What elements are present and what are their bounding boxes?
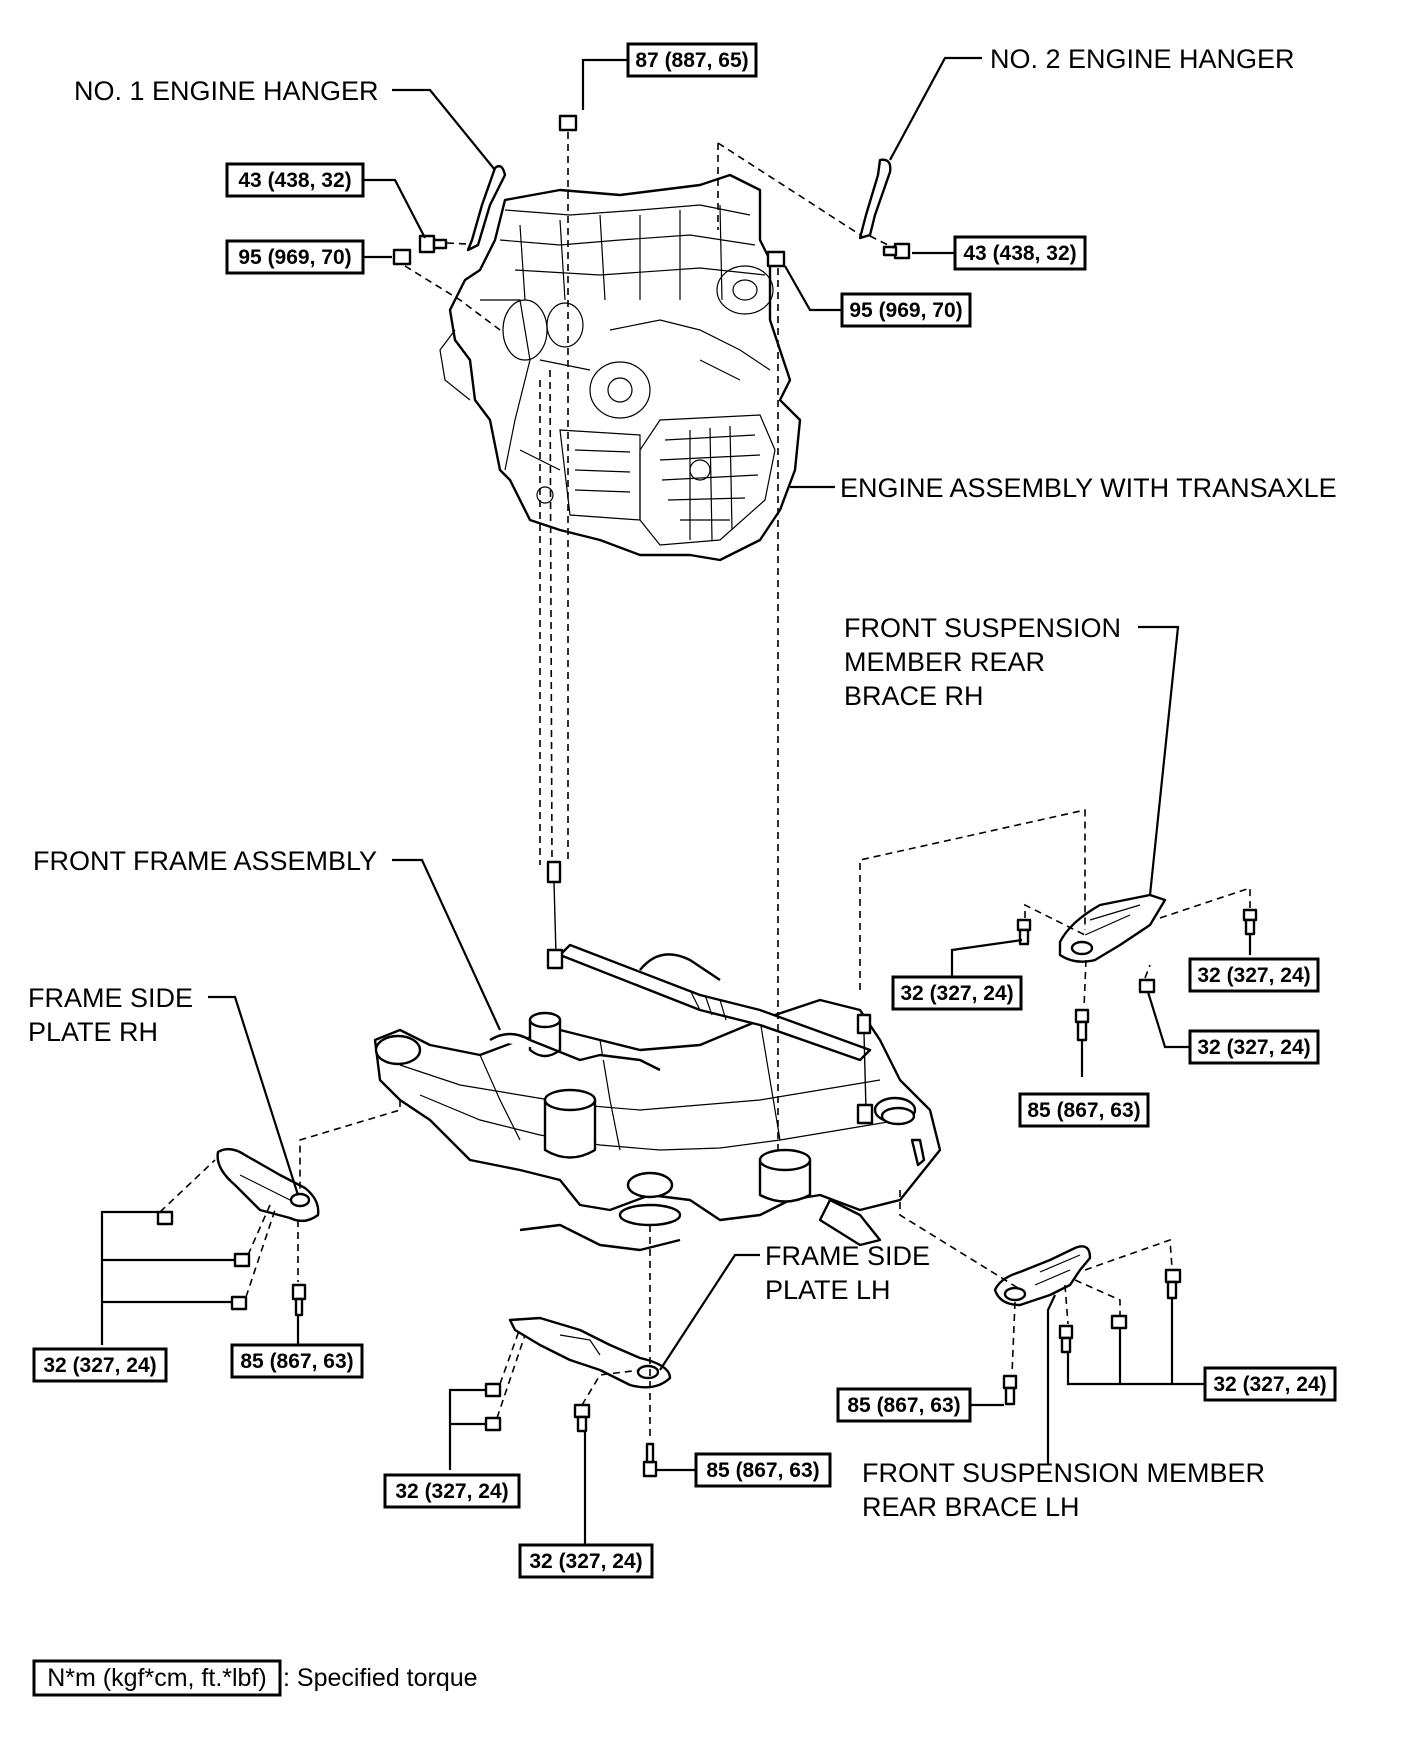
torque-87: 87 (887, 65) (626, 42, 758, 78)
torque-95-right: 95 (969, 70) (840, 292, 972, 328)
torque-87-text: 87 (887, 65) (635, 49, 748, 72)
torque-85-lh-brace: 85 (867, 63) (836, 1387, 972, 1423)
lh-brace-bolt-icons (1002, 1268, 1182, 1406)
nut-95-left-icon (392, 248, 412, 266)
nut-87-icon (558, 114, 578, 132)
label-rear-brace-rh-line2: MEMBER REAR (844, 647, 1045, 677)
torque-32-rh-plate: 32 (327, 24) (32, 1347, 168, 1383)
no1-engine-hanger-part (466, 164, 507, 252)
torque-85-lh-plate: 85 (867, 63) (694, 1452, 832, 1488)
label-side-plate-lh-line2: PLATE LH (765, 1275, 891, 1305)
rear-brace-rh-part (1058, 893, 1167, 963)
torque-85-lh-brace-text: 85 (867, 63) (847, 1394, 960, 1417)
torque-32-rh-brace-right-lower-text: 32 (327, 24) (1197, 1036, 1310, 1059)
label-engine-assembly: ENGINE ASSEMBLY WITH TRANSAXLE (840, 473, 1337, 503)
torque-85-rh-brace-text: 85 (867, 63) (1027, 1099, 1140, 1122)
label-side-plate-rh: FRAME SIDE PLATE RH (28, 983, 201, 1047)
torque-32-rh-brace-right-lower: 32 (327, 24) (1188, 1029, 1320, 1065)
lh-plate-bolt-icons (484, 1382, 658, 1478)
torque-43-left: 43 (438, 32) (225, 162, 365, 198)
torque-32-lh-plate-center-text: 32 (327, 24) (529, 1550, 642, 1573)
legend-description: : Specified torque (283, 1664, 478, 1692)
torque-32-rh-plate-text: 32 (327, 24) (43, 1354, 156, 1377)
torque-43-left-text: 43 (438, 32) (238, 169, 351, 192)
torque-32-rh-brace-left: 32 (327, 24) (891, 975, 1023, 1011)
torque-32-rh-brace-right-upper: 32 (327, 24) (1188, 957, 1320, 993)
torque-95-left-text: 95 (969, 70) (238, 246, 351, 269)
alignment-lines (159, 132, 1251, 1440)
torque-85-rh-brace: 85 (867, 63) (1018, 1092, 1150, 1128)
no2-engine-hanger-part (858, 158, 892, 240)
torque-32-rh-brace-right-upper-text: 32 (327, 24) (1197, 964, 1310, 987)
leader-lines (100, 56, 1252, 1545)
label-rear-brace-lh: FRONT SUSPENSION MEMBER REAR BRACE LH (862, 1458, 1273, 1522)
label-no1-engine-hanger: NO. 1 ENGINE HANGER (74, 76, 379, 106)
nut-95-right-icon (766, 250, 786, 268)
label-no2-engine-hanger: NO. 2 ENGINE HANGER (990, 44, 1295, 74)
label-side-plate-rh-line2: PLATE RH (28, 1017, 158, 1047)
label-side-plate-lh: FRAME SIDE PLATE LH (765, 1241, 938, 1305)
legend-unit: N*m (kgf*cm, ft.*lbf) (47, 1664, 266, 1692)
label-side-plate-lh-line1: FRAME SIDE (765, 1241, 930, 1271)
hanger1-bolt-icon (418, 234, 448, 254)
frame-side-plate-rh-part (216, 1147, 320, 1223)
torque-95-right-text: 95 (969, 70) (849, 299, 962, 322)
label-rear-brace-lh-line1: FRONT SUSPENSION MEMBER (862, 1458, 1265, 1488)
rear-brace-lh-part (993, 1245, 1092, 1307)
engine-assembly-illustration (439, 173, 802, 562)
torque-32-lh-plate-center: 32 (327, 24) (518, 1543, 654, 1579)
torque-43-right: 43 (438, 32) (953, 235, 1087, 271)
label-rear-brace-rh-line1: FRONT SUSPENSION (844, 613, 1121, 643)
label-rear-brace-lh-line2: REAR BRACE LH (862, 1492, 1080, 1522)
torque-32-lh-brace-text: 32 (327, 24) (1213, 1373, 1326, 1396)
label-side-plate-rh-line1: FRAME SIDE (28, 983, 193, 1013)
torque-32-rh-brace-left-text: 32 (327, 24) (900, 982, 1013, 1005)
torque-43-right-text: 43 (438, 32) (963, 242, 1076, 265)
torque-32-lh-plate-left: 32 (327, 24) (383, 1473, 521, 1509)
rh-plate-bolt-icons (156, 1210, 307, 1317)
front-frame-illustration (373, 860, 942, 1252)
legend: N*m (kgf*cm, ft.*lbf) : Specified torque (32, 1659, 478, 1697)
torque-95-left: 95 (969, 70) (225, 239, 365, 275)
label-front-frame: FRONT FRAME ASSEMBLY (33, 846, 377, 876)
torque-85-rh-plate-text: 85 (867, 63) (240, 1350, 353, 1373)
torque-32-lh-brace: 32 (327, 24) (1203, 1366, 1337, 1402)
torque-85-lh-plate-text: 85 (867, 63) (706, 1459, 819, 1482)
label-rear-brace-rh: FRONT SUSPENSION MEMBER REAR BRACE RH (844, 613, 1129, 711)
label-rear-brace-rh-line3: BRACE RH (844, 681, 984, 711)
torque-85-rh-plate: 85 (867, 63) (230, 1343, 364, 1379)
frame-side-plate-lh-part (508, 1316, 672, 1389)
hanger2-bolt-icon (882, 242, 911, 260)
torque-32-lh-plate-left-text: 32 (327, 24) (395, 1480, 508, 1503)
